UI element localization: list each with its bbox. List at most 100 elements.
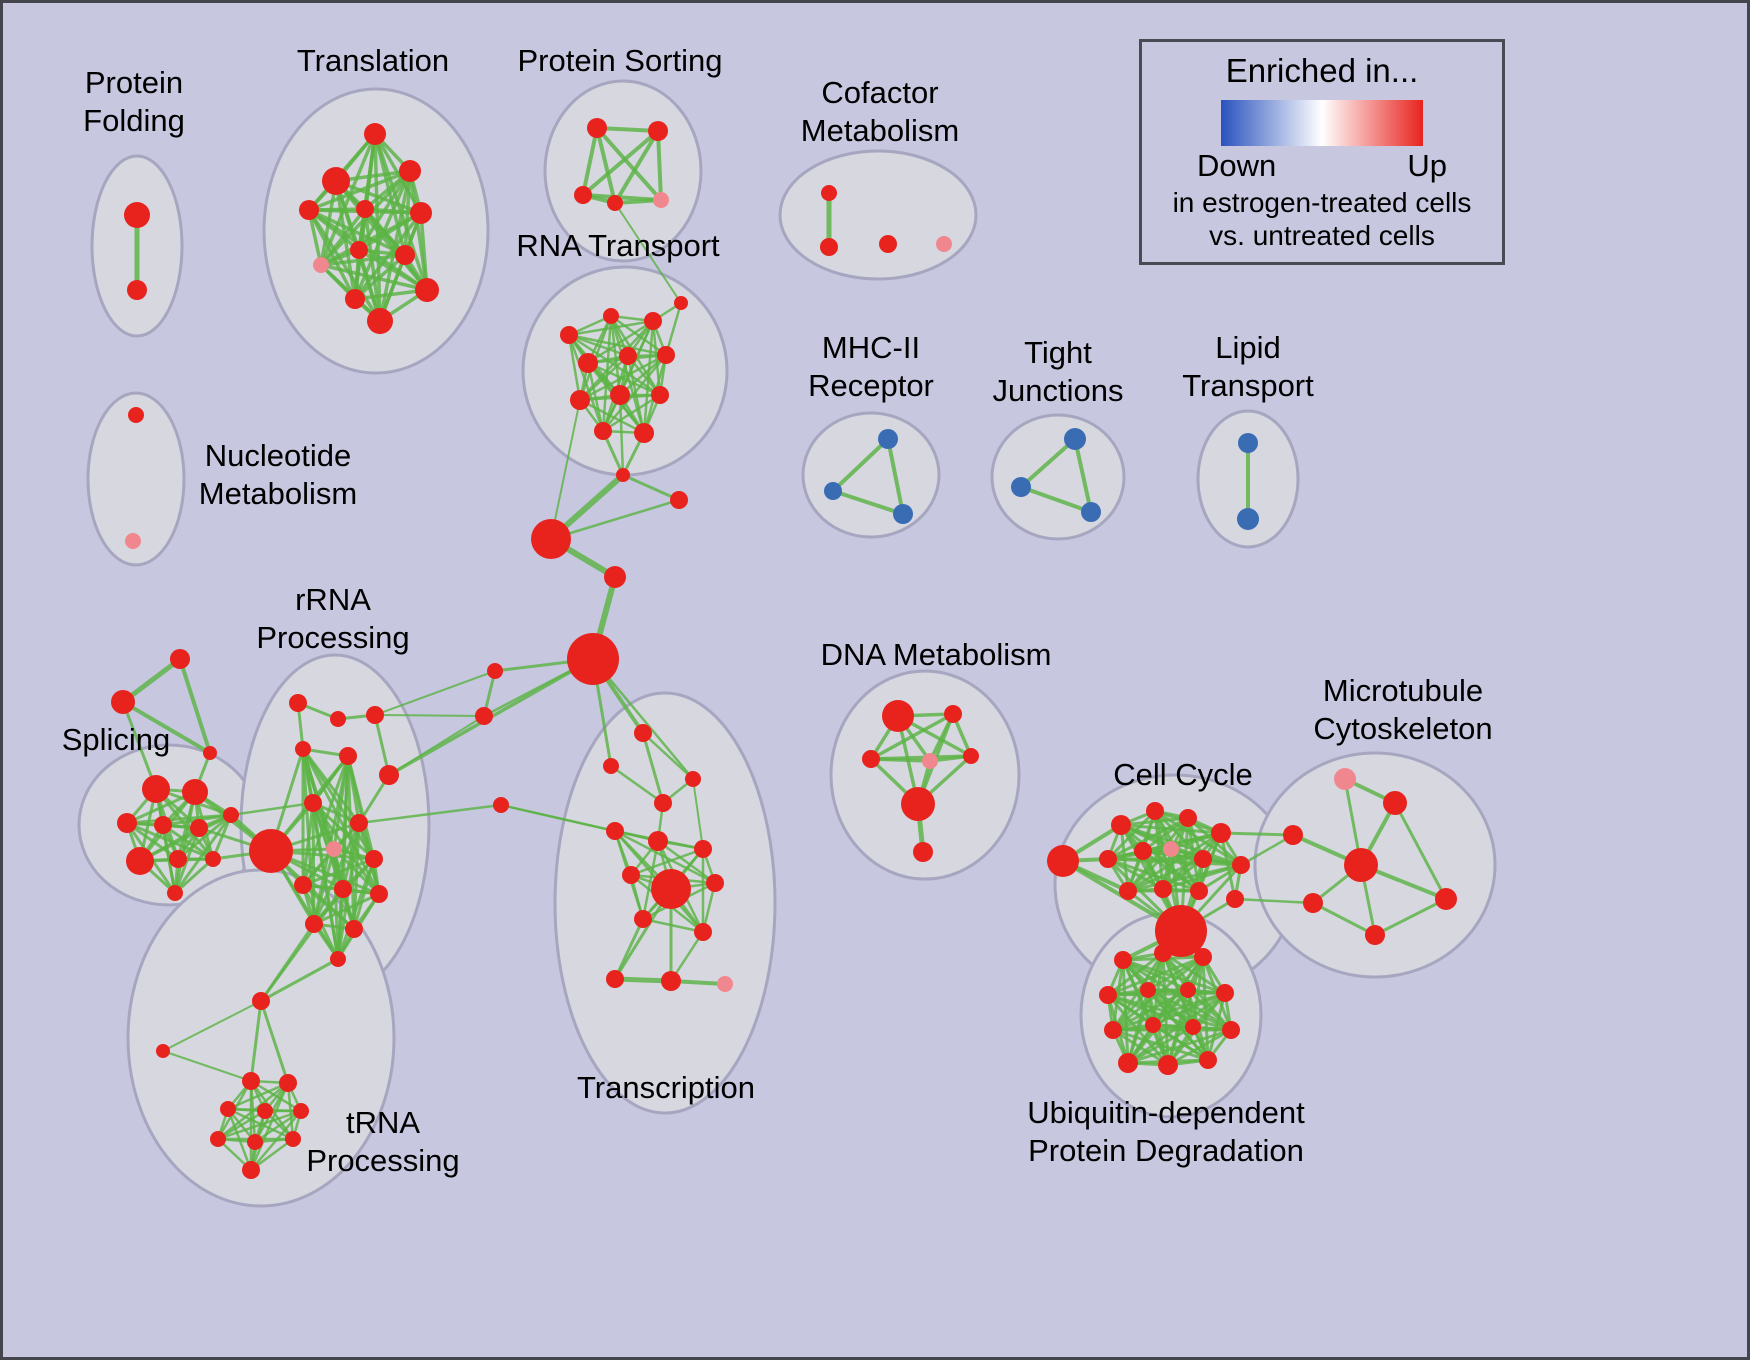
edge-t3-t4 bbox=[307, 169, 412, 212]
node-rr3 bbox=[366, 706, 384, 724]
edge-rr13-rr17 bbox=[336, 887, 345, 961]
cluster-ellipse-tight-junctions bbox=[990, 413, 1126, 541]
edge-s6-s10 bbox=[173, 813, 233, 895]
node-cc13 bbox=[1190, 882, 1208, 900]
edge-rr3-rr6 bbox=[373, 713, 391, 777]
node-tn8 bbox=[210, 1131, 226, 1147]
edge-t7-t11 bbox=[319, 263, 429, 292]
edge-s2-s10 bbox=[173, 790, 197, 895]
edge-t4-t9 bbox=[307, 208, 407, 257]
edge-r6-r8 bbox=[578, 354, 630, 402]
node-u12 bbox=[1118, 1053, 1138, 1073]
node-r11 bbox=[594, 422, 612, 440]
edge-r1-r10 bbox=[567, 333, 662, 397]
node-s7 bbox=[126, 847, 154, 875]
node-ps4 bbox=[607, 195, 623, 211]
edge-tn4-tn11 bbox=[249, 1081, 290, 1172]
node-m3 bbox=[1283, 825, 1303, 845]
node-r1 bbox=[560, 326, 578, 344]
node-mh2 bbox=[824, 482, 842, 500]
edge-rr10-mid1 bbox=[357, 803, 503, 825]
node-pf1 bbox=[124, 202, 150, 228]
node-t1 bbox=[364, 123, 386, 145]
edge-u8-u13 bbox=[1111, 1028, 1170, 1067]
edge-tr1-tr3 bbox=[178, 657, 212, 755]
edge-r3-r5 bbox=[586, 319, 655, 365]
node-rr14 bbox=[370, 885, 388, 903]
node-x3 bbox=[654, 794, 672, 812]
node-t10 bbox=[345, 289, 365, 309]
node-u6 bbox=[1180, 982, 1196, 998]
node-r9 bbox=[610, 385, 630, 405]
edge-ps4-r4 bbox=[614, 202, 682, 304]
edge-rr8-rr11 bbox=[311, 801, 376, 861]
edge-m5-m7 bbox=[1373, 897, 1448, 937]
edge-x11-x12 bbox=[641, 917, 705, 934]
edge-u10-u12 bbox=[1126, 1025, 1195, 1065]
legend-up-label: Up bbox=[1407, 148, 1447, 183]
node-rr1 bbox=[289, 694, 307, 712]
edge-rr5-rr8 bbox=[311, 754, 350, 805]
node-rr13 bbox=[334, 880, 352, 898]
edge-tn7-tn9 bbox=[253, 1109, 303, 1144]
edge-u3-u4 bbox=[1106, 955, 1205, 997]
edge-x7-x8 bbox=[629, 847, 705, 877]
cluster-ellipse-cofactor-metabolism bbox=[778, 149, 978, 281]
edge-u11-u12 bbox=[1126, 1028, 1233, 1065]
edge-s6-s8 bbox=[176, 813, 233, 861]
edge-mid1-x6 bbox=[500, 804, 659, 842]
node-h5 bbox=[604, 566, 626, 588]
node-m7 bbox=[1365, 925, 1385, 945]
edge-h8-rr3 bbox=[374, 714, 485, 717]
cluster-label-dna-metabolism: DNA Metabolism bbox=[821, 637, 1052, 672]
edge-tn4-tn5 bbox=[226, 1081, 290, 1111]
node-cc1 bbox=[1047, 845, 1079, 877]
cluster-label-translation: Translation bbox=[297, 43, 449, 78]
node-t11 bbox=[415, 278, 439, 302]
node-ps2 bbox=[648, 121, 668, 141]
edge-t4-t12 bbox=[307, 208, 382, 323]
node-cc9 bbox=[1194, 850, 1212, 868]
node-m1 bbox=[1334, 768, 1356, 790]
edge-ps2-ps5 bbox=[656, 129, 663, 202]
edge-x6-x10 bbox=[656, 839, 717, 885]
node-u2 bbox=[1154, 944, 1172, 962]
edge-t9-t10 bbox=[353, 253, 407, 301]
node-n2 bbox=[125, 533, 141, 549]
node-tn7 bbox=[293, 1103, 309, 1119]
node-x11 bbox=[634, 910, 652, 928]
edge-t8-t11 bbox=[357, 248, 429, 292]
edge-ps1-ps2 bbox=[595, 126, 660, 133]
node-u1 bbox=[1114, 951, 1132, 969]
node-rr2 bbox=[330, 711, 346, 727]
node-d7 bbox=[913, 842, 933, 862]
node-n1 bbox=[128, 407, 144, 423]
node-t7 bbox=[313, 257, 329, 273]
edge-cc8-cc11 bbox=[1126, 847, 1173, 893]
node-r12 bbox=[634, 423, 654, 443]
node-lp2 bbox=[1237, 508, 1259, 530]
node-d1 bbox=[882, 700, 914, 732]
edge-d2-d3 bbox=[869, 712, 955, 761]
edge-h2-r8 bbox=[550, 399, 581, 540]
legend-subtitle-line2: vs. untreated cells bbox=[1209, 220, 1435, 251]
node-cf2 bbox=[820, 238, 838, 256]
edge-t6-t11 bbox=[419, 211, 429, 292]
node-cc6 bbox=[1099, 850, 1117, 868]
node-tj2 bbox=[1011, 477, 1031, 497]
node-rr10 bbox=[350, 814, 368, 832]
edge-ps2-ps4 bbox=[613, 129, 660, 205]
node-rr12 bbox=[294, 876, 312, 894]
edge-h2-h4 bbox=[549, 498, 681, 541]
edge-rr8-rr12 bbox=[301, 801, 315, 887]
node-tn5 bbox=[220, 1101, 236, 1117]
node-rr5 bbox=[339, 747, 357, 765]
edge-x2-x3 bbox=[609, 764, 665, 805]
node-d2 bbox=[944, 705, 962, 723]
node-s5 bbox=[190, 819, 208, 837]
node-u11 bbox=[1222, 1021, 1240, 1039]
